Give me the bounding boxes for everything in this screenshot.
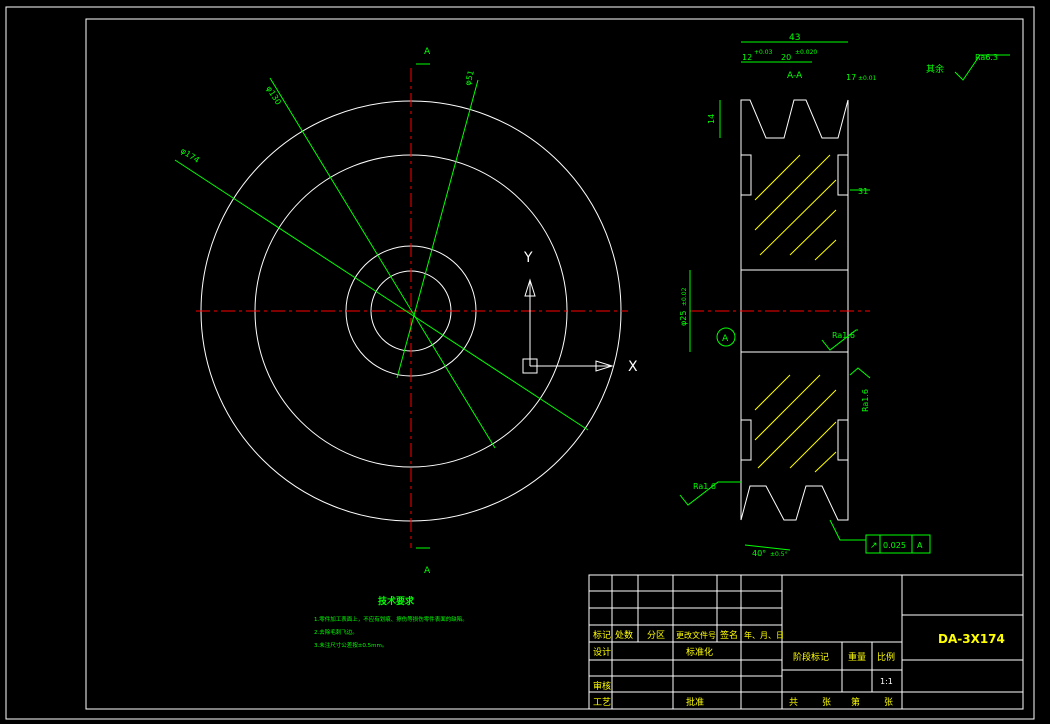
roughness-bore-icon [821, 329, 858, 351]
tb-zone: 分区 [647, 630, 665, 641]
recess-bl [740, 419, 752, 461]
dim-174-text: φ174 [179, 146, 201, 165]
tb-design: 设计 [593, 646, 611, 658]
tolerance-datum: A [917, 541, 923, 550]
section-a-top: A [424, 47, 431, 57]
recess-tl [740, 154, 752, 196]
tech-line-1: 1.零件加工表面上，不应有划痕、擦伤等损伤零件表面的缺陷。 [314, 615, 468, 623]
tb-date: 年、月、日 [744, 630, 784, 640]
roughness-side-value: Ra1.6 [861, 389, 870, 412]
tb-sheets: 张 [822, 697, 831, 708]
dim-angle-tol: ±0.5° [770, 551, 788, 558]
tolerance-frame [865, 534, 931, 554]
tech-title: 技术要求 [378, 595, 415, 607]
dim-line-130 [269, 77, 496, 449]
tolerance-symbol: ↗ [870, 541, 878, 551]
datum-a-circle [716, 327, 736, 347]
roughness-rest-icon [954, 54, 1010, 81]
tb-standard: 标准化 [686, 646, 713, 658]
tb-process: 工艺 [593, 697, 611, 708]
outer-frame [5, 6, 1035, 720]
dim-depth-text: 14 [707, 114, 716, 124]
dim-width-text: 43 [789, 33, 800, 43]
tb-sign: 签名 [720, 629, 738, 641]
y-axis-label: Y [523, 250, 533, 266]
dim-groove-tol: ±0.01 [858, 75, 877, 82]
roughness-rest-label: 其余 [926, 63, 944, 75]
roughness-groove-value: Ra1.6 [693, 482, 716, 491]
dim-groove-text: 17 [846, 73, 856, 82]
tb-weight: 重量 [848, 651, 866, 663]
roughness-groove-icon [679, 481, 741, 506]
section-a-bottom: A [424, 566, 431, 576]
tech-line-2: 2.去除毛刺飞边。 [314, 628, 358, 636]
tolerance-value: 0.025 [883, 541, 906, 550]
title-block [588, 574, 1024, 710]
ucs-origin-icon [522, 358, 538, 374]
dim-offset-text: 12 [742, 53, 752, 62]
recess-br [837, 419, 849, 461]
datum-a-text: A [722, 334, 729, 344]
dim-angle [744, 544, 791, 551]
dim-bore-tol: ±0.02 [681, 287, 688, 306]
tb-scale-value: 1:1 [880, 677, 893, 686]
drawing-number: DA-3X174 [938, 632, 1005, 646]
tb-approve: 批准 [686, 696, 704, 708]
tb-sheet: 张 [884, 697, 893, 708]
hatch-top [754, 154, 837, 261]
tech-line-3: 3.未注尺寸公差按±0.5mm。 [314, 641, 387, 649]
y-arrow-icon [524, 278, 536, 297]
x-axis-label: X [628, 359, 638, 375]
front-view [174, 63, 628, 549]
x-arrow-icon [595, 360, 614, 372]
tb-check: 审核 [593, 680, 611, 692]
tb-docno: 更改文件号 [676, 630, 716, 640]
dim-hub-text: 31 [858, 187, 868, 196]
section-label: A-A [787, 71, 803, 81]
tb-mark: 标记 [593, 629, 611, 641]
roughness-rest-value: Ra6.3 [975, 53, 998, 62]
roughness-side-icon [849, 367, 871, 379]
dim-line-174 [174, 159, 589, 431]
tolerance-leader [829, 519, 866, 541]
dim-bore-text: φ25 [679, 311, 688, 326]
dim-51-text: φ51 [463, 69, 476, 86]
dim-offset-tol: +0.03 [754, 49, 773, 56]
recess-tr [837, 154, 849, 196]
dim-angle-text: 40° [752, 549, 766, 558]
roughness-bore-value: Ra1.6 [832, 331, 855, 340]
section-view [679, 41, 1010, 554]
tb-total: 共 [789, 697, 798, 708]
tb-count: 处数 [615, 629, 633, 641]
inner-frame [85, 18, 1024, 710]
tb-no: 第 [851, 696, 860, 708]
dim-line-51 [396, 79, 479, 379]
tb-scale: 比例 [877, 651, 895, 663]
dim-pitch-tol: ±0.020 [795, 49, 817, 56]
section-bottom-outline [740, 351, 849, 521]
dim-pitch-text: 20 [781, 53, 791, 62]
tb-stage: 阶段标记 [793, 651, 829, 663]
hatch-bottom [754, 374, 837, 473]
